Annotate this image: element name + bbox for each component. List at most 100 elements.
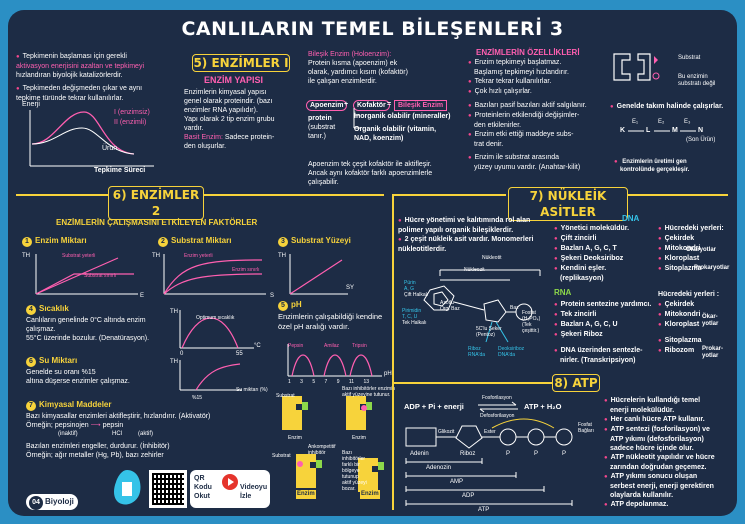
p2-label: P xyxy=(534,451,539,457)
su-graph xyxy=(179,360,242,391)
poster-page: CANLILARIN TEMEL BİLEŞENLERİ 3 5) ENZİML… xyxy=(8,10,737,516)
bilesik-enzim-text: Bileşik Enzim (Holoenzim): Protein kısma… xyxy=(308,51,408,85)
substrat-yuzeyi-graph xyxy=(289,254,348,295)
ph-graph xyxy=(287,344,382,377)
graph-enzimsiz-label: I (enzimsiz) xyxy=(114,109,150,116)
kofaktor-box: Kofaktör xyxy=(353,100,390,111)
riboz-atp-label: Riboz xyxy=(460,451,476,457)
g1-th: TH xyxy=(22,253,30,259)
apoenzim-box: Apoenzim xyxy=(306,100,348,111)
pepsin-label: Pepsin xyxy=(288,343,304,349)
pirimidin-label: Pirimidin T, C, U Tek Halkalı xyxy=(402,308,427,326)
purin-label: Pürin A, G Çift Halkalı xyxy=(404,280,429,298)
amp-label: AMP xyxy=(450,479,464,485)
sicaklik-graph xyxy=(179,310,254,349)
g1-axis: E xyxy=(140,293,145,299)
inhibitor-note-1: Bazı inhibitörler enzimin aktif yüzeyine… xyxy=(342,386,396,398)
amilaz-label: Amilaz xyxy=(324,343,340,349)
son-urun: (Son Ürün) xyxy=(686,137,716,143)
activation-energy-graph xyxy=(29,110,154,167)
ozellik-list: Enzim tepkimeyi başlatmaz. Başlamış tepk… xyxy=(468,58,608,172)
not-substrate-label: Bu enzimin substratı değil xyxy=(678,74,716,87)
enzim-label-4: Enzim xyxy=(360,490,380,499)
aktif-label: (aktif) xyxy=(138,431,153,437)
section-5-header: 5) ENZİMLER I xyxy=(192,54,290,72)
enzim-yapisi-text: Enzimlerin kimyasal yapısı genel olarak … xyxy=(184,89,275,150)
lock-key-icon xyxy=(613,53,660,81)
apo-note: Apoenzim tek çeşit kofaktör ile aktifleş… xyxy=(308,161,433,186)
fosfat-label: Fosfat (H₃PO₄) (Tek çeşittir.) xyxy=(522,310,541,334)
su-axis-label: Su miktarı (%) xyxy=(236,387,268,393)
s7-divider-left xyxy=(394,194,506,196)
ester-label: Ester xyxy=(484,429,496,435)
section-8-header: 8) ATP xyxy=(552,374,600,392)
kompetitif-label: Ankompetitif inhibitör xyxy=(308,444,336,456)
tc-label: °C xyxy=(254,343,261,349)
g2a-label: Enzim yeterli xyxy=(184,253,213,259)
fosforilasyon-label: Fosforilasyon xyxy=(482,395,512,401)
nucleotide-diagram xyxy=(423,269,541,343)
ph-axis: pH xyxy=(384,371,392,377)
t0-label: 0 xyxy=(180,351,184,357)
substrat-label: Substrat xyxy=(678,55,701,61)
enzim-miktari-graph xyxy=(35,254,138,295)
graph-energy-label: Enerji xyxy=(22,101,40,108)
fosfat-baglari-label: Fosfat Bağları xyxy=(578,422,594,434)
su15-label: %15 xyxy=(192,395,203,401)
qr-code[interactable] xyxy=(149,470,187,508)
nukleotit-label: Nükleotit xyxy=(482,255,502,261)
seker-label: 5C'lu Şeker (Pentoz) xyxy=(476,326,502,338)
okar2-label: Ökar- yotlar xyxy=(702,314,719,327)
play-icon[interactable] xyxy=(222,474,238,490)
chain-l: L xyxy=(646,127,651,134)
dna-title: DNA xyxy=(622,214,640,223)
section-7-header: 7) NÜKLEİK ASİTLER xyxy=(508,187,628,221)
dna-list: Yönetici moleküldür. Çift zincirli Bazla… xyxy=(554,224,654,283)
chain-k: K xyxy=(620,127,626,134)
t55-label: 55 xyxy=(236,351,243,357)
s6-divider-right xyxy=(204,194,384,196)
adenin-label: Adenin xyxy=(410,451,429,457)
protein-note: protein (substrat tanır.) xyxy=(308,115,336,140)
publisher-logo xyxy=(114,470,141,505)
f7-text: Bazı kimyasallar enzimleri aktifleştirir… xyxy=(26,413,211,429)
g1a-label: Substrat yeterli xyxy=(62,253,96,259)
equals-sign: = xyxy=(387,101,392,108)
nukleozit-label: Nükleozit xyxy=(464,267,485,273)
baz-label: Baz xyxy=(510,305,519,311)
f5-text: Enzimlerin çalışabildiği kendine özel pH… xyxy=(278,312,383,331)
adenozin-label: Adenozin xyxy=(426,465,452,471)
atp-eq-right: ATP + H₂O xyxy=(524,402,562,411)
rna-yer-list: Hücredeki yerleri : Çekirdek Mitokondri … xyxy=(658,290,728,356)
graph-time-label: Tepkime Süreci xyxy=(94,167,146,174)
chain-e2: E₂ xyxy=(658,119,665,125)
graph-urun-label: Ürün xyxy=(102,145,118,152)
s7-intro: Hücre yönetimi ve kalıtımında rol alan p… xyxy=(398,216,552,254)
dna-yer-list: Hücredeki yerleri: Çekirdek Mitokondri K… xyxy=(658,224,728,274)
atp-label: ATP xyxy=(478,507,490,513)
g4-th: TH xyxy=(170,309,178,315)
chain-m: M xyxy=(672,127,678,134)
rna-list: Protein sentezine yardımcı. Tek zincirli… xyxy=(554,300,664,365)
takim-text: Genelde takım halinde çalışırlar. xyxy=(610,102,724,112)
s5-intro-1: Tepkimenin başlaması için gerekli aktiva… xyxy=(16,52,186,80)
organik-text: Organik olabilir (vitamin, xyxy=(354,126,437,133)
prokar2-label: Prokar- yotlar xyxy=(702,346,724,359)
okaryotlar-label: Ökaryotlar xyxy=(686,247,717,253)
atp-list: Hücrelerin kullandığı temel enerji molek… xyxy=(604,396,734,510)
inhibitor-note-2: Bazı inhibitörler farklı bir bölgeye tut… xyxy=(342,450,367,492)
s6-divider-left xyxy=(16,194,108,196)
p1-label: P xyxy=(506,451,511,457)
enzim-yapisi-title: ENZİM YAPISI xyxy=(204,75,264,85)
inorganik-text: İnorganik olabilir (mineraller) xyxy=(354,113,451,120)
faktor-title: ENZİMLERİN ÇALIŞMASINI ETKİLEYEN FAKTÖRL… xyxy=(56,218,258,227)
p3-label: P xyxy=(562,451,567,457)
